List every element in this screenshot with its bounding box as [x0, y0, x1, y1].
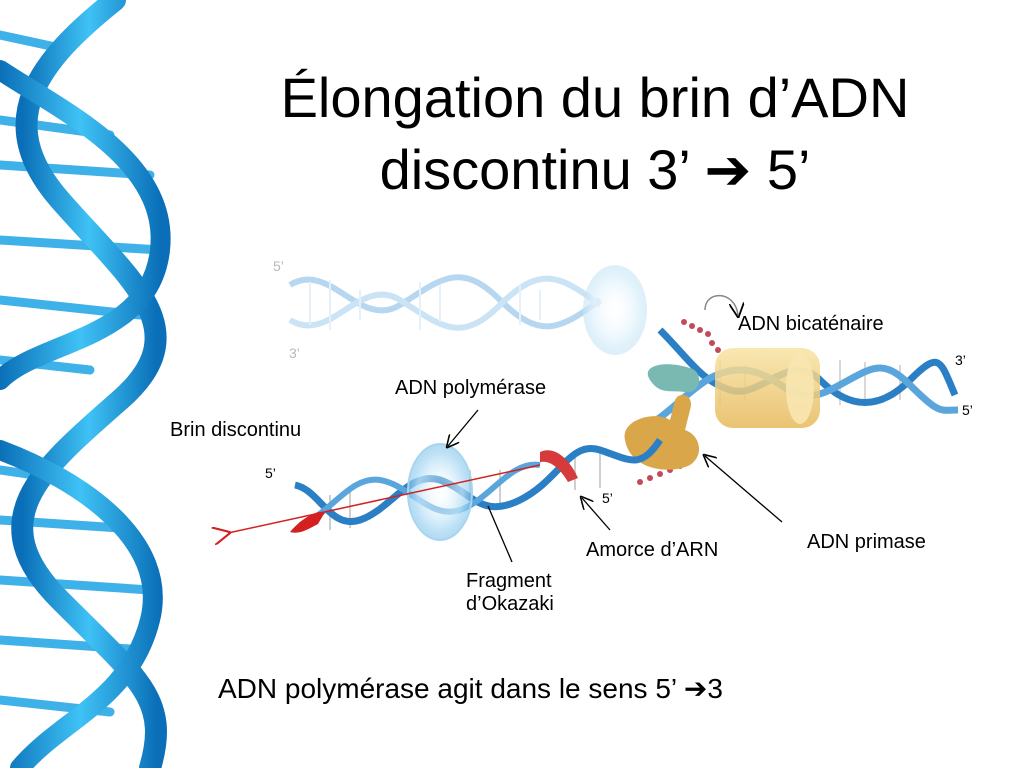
end-label-5-right: 5’ [962, 402, 973, 418]
end-label-5-primer: 5’ [602, 490, 613, 506]
label-amorce-arn: Amorce d’ARN [586, 539, 719, 561]
footer-statement: ADN polymérase agit dans le sens 5’ ➔3 [218, 673, 723, 704]
end-label-3-right: 3’ [955, 352, 966, 368]
leader-primase [705, 456, 783, 523]
rna-primer-left [290, 511, 325, 533]
title-line-2: discontinu 3’ ➔ 5’ [379, 138, 811, 201]
rna-primer-right [540, 450, 578, 482]
label-fragment-okazaki: Fragment d’Okazaki [466, 570, 554, 616]
leading-strand-faded [288, 265, 647, 355]
primase-protein [624, 364, 700, 470]
end-label-5-top: 5’ [273, 258, 284, 274]
label-brin-discontinu: Brin discontinu [170, 419, 302, 441]
polymerase-ring [407, 443, 473, 541]
end-label-3-top: 3’ [289, 345, 300, 361]
title-line-1: Élongation du brin d’ADN [280, 66, 910, 129]
label-adn-polymerase: ADN polymérase [395, 377, 547, 399]
leader-okazaki [487, 505, 513, 563]
label-fragment-line-1: Fragment [466, 570, 552, 592]
faded-polymerase-ring [583, 265, 647, 355]
double-stranded-dna [638, 327, 959, 434]
leader-amorce [582, 498, 611, 531]
label-fragment-line-2: d’Okazaki [466, 593, 554, 615]
label-adn-primase: ADN primase [807, 531, 926, 553]
lagging-strand [290, 438, 663, 541]
label-adn-bicatenaire: ADN bicaténaire [738, 313, 884, 335]
leader-polymerase [448, 409, 479, 446]
helix-strand-a [11, 0, 167, 768]
helicase-loop-arrow [704, 294, 738, 315]
end-label-5-lagging: 5’ [265, 465, 276, 481]
slide-title: Élongation du brin d’ADN discontinu 3’ ➔… [200, 62, 990, 206]
synthesis-direction-arrow [228, 464, 541, 533]
helix-strand-b [0, 60, 171, 768]
